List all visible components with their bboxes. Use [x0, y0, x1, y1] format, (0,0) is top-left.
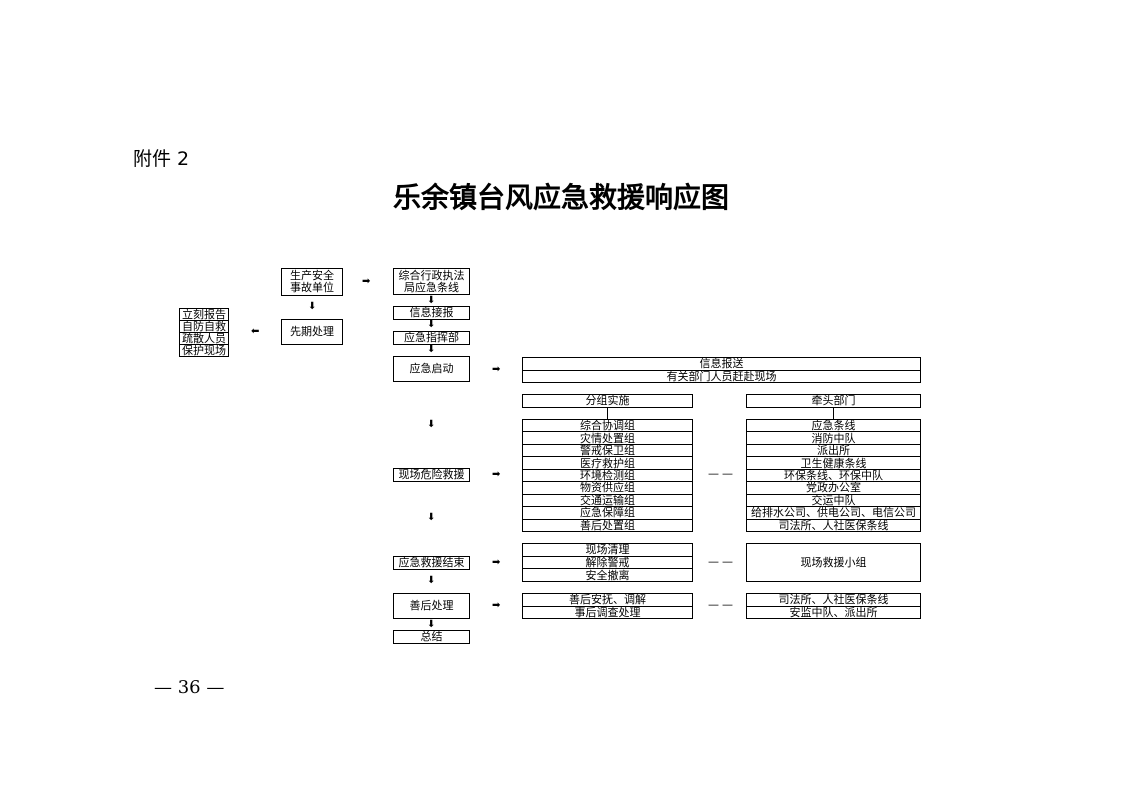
page-number: — 36 —: [154, 677, 225, 698]
arrow-right-icon: ➡: [492, 364, 501, 375]
page-title: 乐余镇台风应急救援响应图: [392, 181, 729, 214]
arrow-down-icon: ⬇: [308, 301, 317, 312]
list-item: 交通运输组: [523, 493, 692, 506]
arrow-left-icon: ⬅: [251, 326, 260, 337]
list-item: 自防自救: [180, 320, 228, 333]
list-item: 环境检测组: [523, 468, 692, 481]
lead-header-box: 牵头部门: [746, 394, 921, 408]
list-item: 安全撤离: [523, 568, 692, 581]
list-item: 善后处置组: [523, 518, 692, 531]
list-item: 党政办公室: [747, 481, 920, 494]
dash-connector: ——: [708, 598, 736, 611]
list-item: 有关部门人员赶赴现场: [523, 369, 920, 383]
end-actions-list: 现场清理解除警戒安全撤离: [522, 543, 693, 582]
dash-connector: ——: [708, 555, 736, 568]
list-item: 保护现场: [180, 344, 228, 357]
groups-list: 综合协调组灾情处置组警戒保卫组医疗救护组环境检测组物资供应组交通运输组应急保障组…: [522, 419, 693, 532]
initial-handling-box: 先期处理: [281, 319, 343, 345]
command-box: 应急指挥部: [393, 331, 470, 345]
arrow-right-icon: ➡: [492, 469, 501, 480]
arrow-down-icon: ⬇: [427, 419, 436, 430]
arrow-down-icon: ⬇: [427, 619, 436, 630]
arrow-down-icon: ⬇: [427, 295, 436, 306]
list-item: 立刻报告: [182, 308, 226, 321]
list-item: 司法所、人社医保条线: [747, 518, 920, 531]
start-actions-list: 信息报送有关部门人员赶赴现场: [522, 357, 921, 383]
aftermath-actions-list: 善后安抚、调解事后调查处理: [522, 593, 693, 619]
accident-unit-line1: 生产安全: [290, 269, 334, 282]
aftermath-box: 善后处理: [393, 593, 470, 619]
law-enforcement-box: 综合行政执法 局应急条线: [393, 268, 470, 295]
connector-line: [833, 407, 834, 419]
accident-unit-box: 生产安全 事故单位: [281, 268, 343, 296]
arrow-down-icon: ⬇: [427, 512, 436, 523]
arrow-down-icon: ⬇: [427, 575, 436, 586]
dash-connector: ——: [708, 467, 736, 480]
arrow-down-icon: ⬇: [427, 319, 436, 330]
list-item: 警戒保卫组: [523, 443, 692, 456]
list-item: 派出所: [747, 443, 920, 456]
list-item: 应急条线: [811, 419, 856, 433]
arrow-down-icon: ⬇: [427, 344, 436, 355]
list-item: 善后安抚、调解: [569, 593, 646, 607]
list-item: 解除警戒: [523, 555, 692, 569]
list-item: 给排水公司、供电公司、电信公司: [747, 506, 920, 518]
list-item: 安监中队、派出所: [747, 605, 920, 619]
list-item: 物资供应组: [523, 481, 692, 494]
list-item: 医疗救护组: [523, 456, 692, 469]
list-item: 现场清理: [585, 543, 630, 557]
list-item: 灾情处置组: [523, 431, 692, 444]
leads-list: 应急条线消防中队派出所卫生健康条线环保条线、环保中队党政办公室交运中队给排水公司…: [746, 419, 921, 532]
rescue-box: 现场危险救援: [393, 468, 470, 482]
list-item: 疏散人员: [180, 332, 228, 345]
list-item: 司法所、人社医保条线: [778, 593, 889, 607]
law-enforcement-line2: 局应急条线: [404, 280, 459, 294]
emergency-start-box: 应急启动: [393, 356, 470, 382]
law-enforcement-line1: 综合行政执法: [398, 268, 465, 282]
list-item: 卫生健康条线: [747, 456, 920, 469]
list-item: 信息报送: [699, 357, 744, 371]
groups-header-box: 分组实施: [522, 394, 693, 408]
initial-actions-list: 立刻报告自防自救疏散人员保护现场: [179, 308, 229, 357]
list-item: 综合协调组: [580, 419, 635, 433]
summary-box: 总结: [393, 630, 470, 644]
rescue-end-box: 应急救援结束: [393, 556, 470, 570]
list-item: 环保条线、环保中队: [747, 468, 920, 481]
list-item: 事后调查处理: [523, 605, 692, 619]
arrow-right-icon: ➡: [362, 276, 371, 287]
arrow-right-icon: ➡: [492, 557, 501, 568]
end-lead-box: 现场救援小组: [746, 543, 921, 582]
arrow-right-icon: ➡: [492, 600, 501, 611]
list-item: 消防中队: [747, 431, 920, 444]
list-item: 应急保障组: [523, 506, 692, 518]
list-item: 交运中队: [747, 493, 920, 506]
aftermath-leads-list: 司法所、人社医保条线安监中队、派出所: [746, 593, 921, 619]
attachment-label: 附件 2: [133, 148, 190, 170]
info-receive-box: 信息接报: [393, 306, 470, 320]
connector-line: [607, 407, 608, 419]
accident-unit-line2: 事故单位: [290, 281, 334, 294]
